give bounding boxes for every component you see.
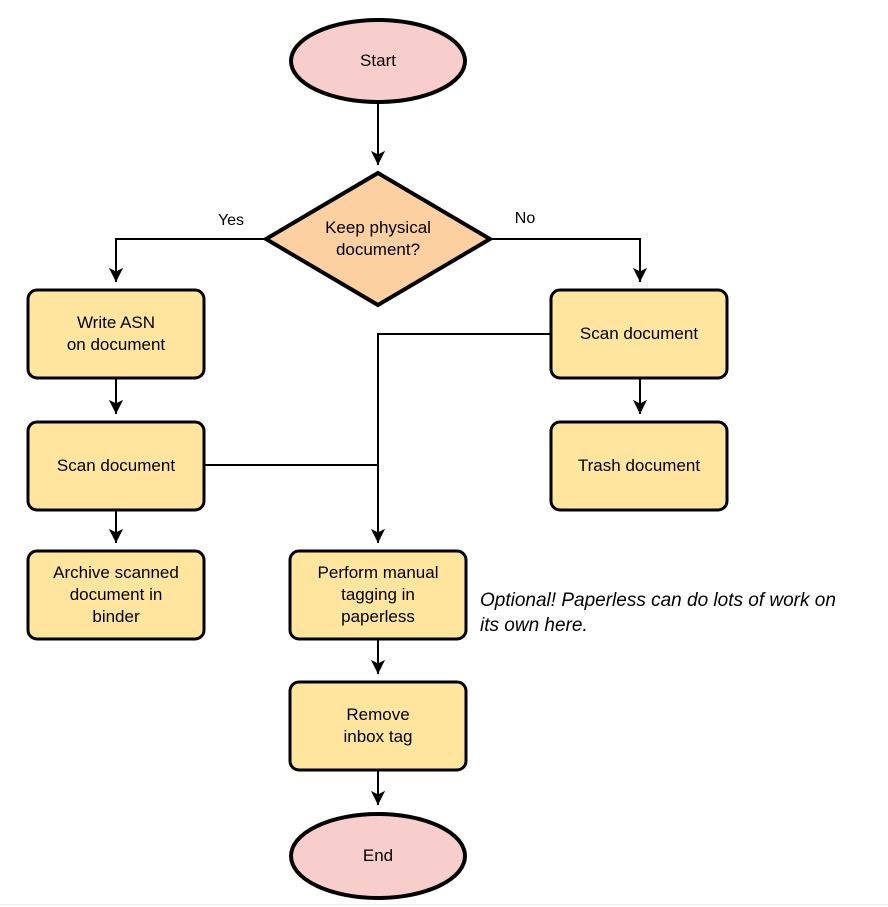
write-asn-box-shape [26,288,206,380]
scan-document-left-box-shape [26,420,206,512]
end-terminal-shape [289,812,467,900]
edge-decision-no [490,238,648,282]
trash-document-box-shape [549,420,729,512]
bottom-divider [0,904,888,905]
edge-label-yes: Yes [202,210,260,232]
archive-box-shape [26,549,206,641]
decision-diamond-shape [262,170,494,308]
start-terminal-shape [289,18,467,104]
remove-inbox-tag-box-shape [288,680,468,772]
manual-tagging-box-shape [288,549,468,641]
edge-scanright-to-tagging [370,333,551,543]
scan-document-right-box-shape [549,288,729,380]
edge-decision-yes [108,238,266,282]
optional-note: Optional! Paperless can do lots of work … [480,590,836,637]
edge-label-no: No [498,208,552,230]
